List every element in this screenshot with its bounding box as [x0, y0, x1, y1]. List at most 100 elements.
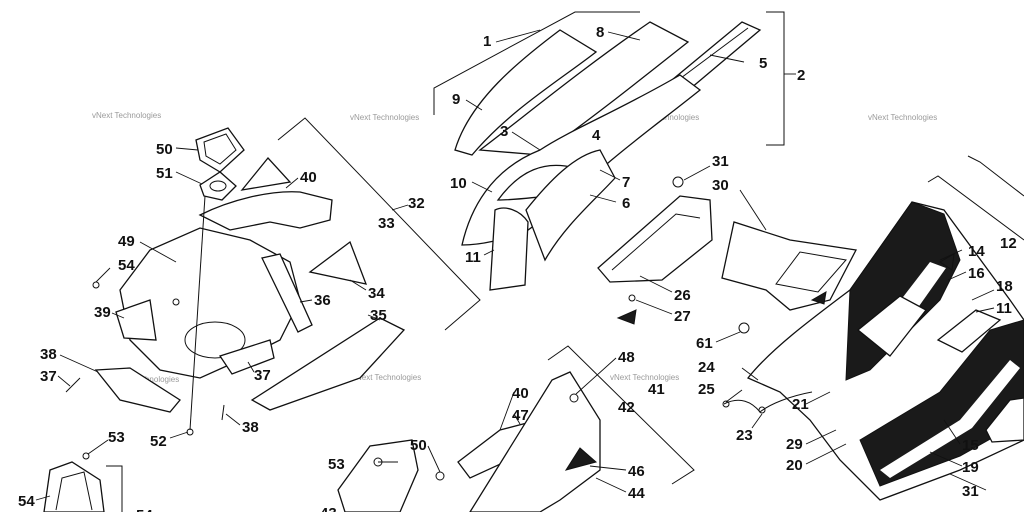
bottom-left-assembly: 53 54 54 — [18, 429, 153, 517]
callout-55: 54 — [136, 507, 153, 512]
watermark: vNext Technologies — [92, 111, 161, 120]
callout-50: 49 — [118, 233, 135, 250]
screw-54 — [92, 281, 100, 289]
logo-15 — [939, 253, 955, 271]
callout-5: 5 — [759, 55, 767, 72]
bracket-32 — [277, 117, 481, 331]
right-assembly: 12 14 16 18 11 15 19 31 21 29 20 61 24 2… — [696, 155, 1024, 501]
leader — [95, 267, 111, 283]
callout-6: 6 — [622, 195, 630, 212]
callout-36: 36 — [314, 292, 331, 309]
seal-52 — [199, 171, 237, 201]
panel-56-inner — [55, 471, 93, 511]
callout-4: 4 — [592, 127, 601, 144]
leader — [111, 312, 125, 319]
callout-56: 54 — [18, 493, 35, 510]
callout-21: 20 — [786, 457, 803, 474]
callout-27: 27 — [674, 308, 691, 325]
callout-3: 3 — [500, 123, 508, 140]
callout-28: 29 — [786, 436, 803, 453]
leader — [739, 189, 767, 231]
decal-9 — [454, 29, 598, 156]
skirt-11 — [489, 207, 529, 291]
callout-35: 35 — [370, 307, 387, 324]
callout-30: 31 — [712, 153, 729, 170]
callout-16: 15 — [962, 437, 979, 454]
leader — [751, 413, 763, 429]
callout-7: 7 — [622, 174, 630, 191]
bracket-36 — [261, 253, 313, 333]
decal-16 — [859, 319, 1024, 487]
leader — [391, 204, 409, 211]
leader — [607, 31, 641, 41]
panel-26 — [597, 195, 713, 283]
callout-23: 23 — [736, 427, 753, 444]
leader — [805, 443, 847, 465]
leader — [589, 194, 617, 203]
callout-19: 18 — [996, 278, 1013, 295]
callout-12: 11 — [996, 300, 1012, 317]
bracket-40 — [115, 299, 157, 341]
leader — [511, 131, 541, 151]
callout-39: 38 — [40, 346, 57, 363]
clip-23 — [758, 406, 766, 414]
leader — [805, 391, 831, 405]
callout-10: 10 — [450, 175, 467, 192]
leader — [349, 279, 367, 291]
leader — [169, 431, 189, 439]
callout-22: 21 — [792, 396, 809, 413]
callout-26: 26 — [674, 287, 691, 304]
decal-stripe-2 — [880, 360, 1020, 478]
callout-54c: 53 — [328, 456, 345, 473]
leader — [683, 165, 711, 181]
leader — [175, 171, 203, 185]
leader — [513, 413, 521, 425]
callout-33: 33 — [378, 215, 395, 232]
bracket-2 — [766, 11, 785, 146]
leader — [483, 249, 495, 256]
panel-8 — [478, 21, 690, 156]
leader — [589, 465, 627, 471]
leader — [715, 331, 741, 343]
leader — [35, 495, 51, 501]
watermark: vNext Technologies — [868, 113, 937, 122]
leader — [299, 299, 313, 303]
leader — [427, 445, 441, 473]
decal-34 — [308, 240, 368, 285]
leader — [639, 275, 673, 293]
leader — [575, 357, 617, 395]
leader — [367, 314, 381, 321]
callout-2: 2 — [797, 67, 805, 84]
leader — [805, 429, 837, 445]
rod-53 — [189, 195, 206, 431]
bracket-42 — [547, 345, 695, 485]
panel-35 — [250, 317, 406, 411]
panel-43 — [468, 371, 601, 513]
body-opening — [184, 321, 246, 359]
callout-41: 40 — [300, 169, 317, 186]
clip-49 — [569, 393, 579, 403]
callout-50b: 50 — [410, 437, 427, 454]
arrow-29 — [810, 291, 827, 305]
leader — [139, 241, 177, 263]
window-18 — [856, 295, 927, 357]
leader — [943, 419, 961, 445]
callout-40: 39 — [94, 304, 111, 321]
washer-50 — [435, 471, 445, 481]
watermark: vNext Technologies — [352, 373, 421, 382]
callout-53: 52 — [150, 433, 167, 450]
seal-hole — [209, 180, 227, 192]
leader — [247, 361, 255, 373]
callout-18: 16 — [968, 265, 985, 282]
leader — [595, 477, 627, 493]
bracket-1 — [433, 11, 640, 115]
gasket-51 — [195, 127, 245, 173]
callout-40b: 40 — [512, 385, 529, 402]
bottom-center-assembly: 53 50 43 40 47 48 41 42 46 44 — [320, 345, 695, 517]
panel-56 — [43, 461, 105, 513]
nut-30 — [672, 176, 684, 188]
leader — [59, 354, 99, 373]
bracket-14 — [927, 175, 1024, 241]
callout-52: 51 — [156, 165, 173, 182]
